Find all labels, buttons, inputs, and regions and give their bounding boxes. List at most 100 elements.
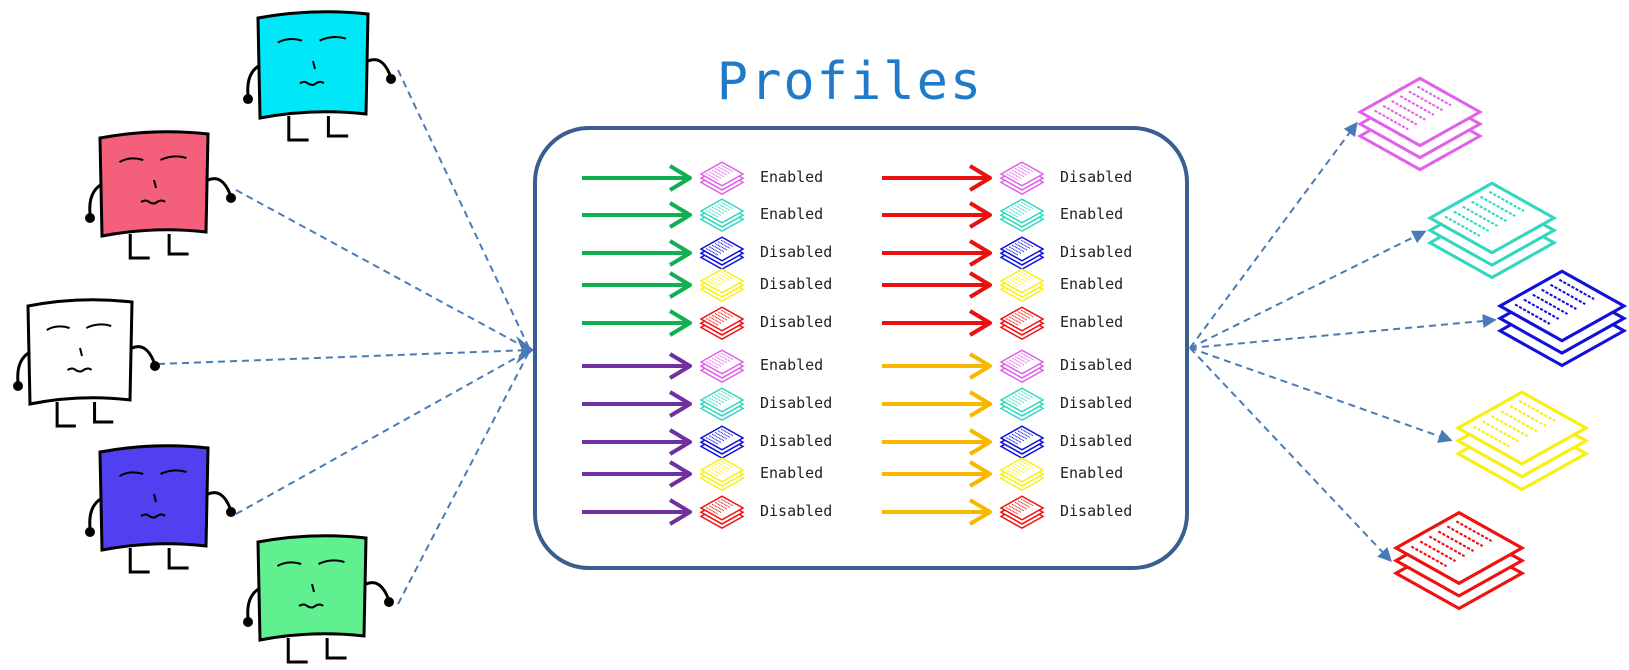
profile-rows: [582, 161, 1045, 530]
profile-connector-line: [1189, 347, 1392, 563]
profile-row: [882, 161, 1045, 196]
profile-row: [582, 425, 745, 460]
profile-status-label: Enabled: [760, 205, 824, 223]
arrowhead-icon: [668, 352, 692, 380]
profile-row: [882, 306, 1045, 341]
profile-status-label: Disabled: [1060, 432, 1133, 450]
profile-row: [582, 349, 745, 384]
blue-profile-stack-small-icon: [699, 236, 745, 271]
magenta-profile-stack-small-icon: [699, 161, 745, 196]
red-profile-stack-small-icon: [699, 495, 745, 530]
arrowhead-icon: [668, 309, 692, 337]
teal-profile-stack-small-icon: [699, 387, 745, 422]
profile-connector-line: [1189, 347, 1453, 443]
profile-row: [882, 457, 1045, 492]
profile-row: [582, 161, 745, 196]
profile-status-label: Disabled: [1060, 243, 1133, 261]
profile-row: [882, 387, 1045, 422]
yellow-profile-stack-small-icon: [699, 268, 745, 303]
profile-status-label: Disabled: [1060, 356, 1133, 374]
profile-status-label: Disabled: [760, 275, 833, 293]
yellow-profile-stack-small-icon: [699, 457, 745, 492]
users-group: [13, 10, 396, 664]
yellow-profile-stack-small-icon: [999, 457, 1045, 492]
teal-profile-stack-icon: [1426, 181, 1558, 280]
profile-status-label: Enabled: [1060, 275, 1124, 293]
arrowhead-icon: [668, 201, 692, 229]
profile-stacks-group: [1356, 76, 1628, 611]
arrowhead-icon: [968, 498, 992, 526]
blue-profile-stack-icon: [1496, 269, 1628, 368]
yellow-profile-stack-small-icon: [999, 268, 1045, 303]
profile-status-label: Enabled: [1060, 464, 1124, 482]
profile-row: [882, 198, 1045, 233]
profile-row: [582, 387, 745, 422]
arrowhead-icon: [968, 460, 992, 488]
profile-group-green: [582, 161, 745, 341]
white-user-icon: [13, 298, 160, 428]
red-profile-stack-small-icon: [999, 495, 1045, 530]
arrowhead-icon: [968, 164, 992, 192]
user-connector-line: [157, 349, 531, 365]
profile-row: [882, 268, 1045, 303]
blue-user-icon: [85, 444, 236, 574]
profile-group-orange: [882, 349, 1045, 530]
profile-status-label: Enabled: [760, 356, 824, 374]
teal-profile-stack-small-icon: [999, 198, 1045, 233]
magenta-profile-stack-small-icon: [999, 349, 1045, 384]
arrowhead-icon: [668, 390, 692, 418]
arrowhead-icon: [968, 309, 992, 337]
page-title: Profiles: [716, 52, 984, 112]
profile-connector-line: [1189, 314, 1497, 349]
magenta-profile-stack-small-icon: [999, 161, 1045, 196]
profile-row: [582, 457, 745, 492]
connector-lines: [157, 69, 1497, 605]
arrowhead-icon: [668, 428, 692, 456]
teal-profile-stack-small-icon: [699, 198, 745, 233]
profile-status-label: Enabled: [1060, 205, 1124, 223]
profile-status-label: Disabled: [760, 502, 833, 520]
user-connector-line: [235, 349, 531, 515]
teal-profile-stack-small-icon: [999, 387, 1045, 422]
profile-status-label: Enabled: [760, 168, 824, 186]
profile-status-label: Disabled: [1060, 394, 1133, 412]
yellow-profile-stack-icon: [1454, 390, 1590, 492]
profile-row: [582, 236, 745, 271]
pink-user-icon: [85, 130, 236, 260]
magenta-profile-stack-small-icon: [699, 349, 745, 384]
blue-profile-stack-small-icon: [999, 236, 1045, 271]
profile-group-purple: [582, 349, 745, 530]
profile-status-label: Disabled: [1060, 502, 1133, 520]
arrowhead-icon: [668, 460, 692, 488]
arrowhead-icon: [668, 498, 692, 526]
profile-connector-line: [1189, 230, 1427, 349]
profile-row: [882, 425, 1045, 460]
profile-status-label: Disabled: [760, 394, 833, 412]
user-connector-line: [397, 69, 531, 351]
cyan-user-icon: [243, 10, 396, 142]
blue-profile-stack-small-icon: [699, 425, 745, 460]
blue-profile-stack-small-icon: [999, 425, 1045, 460]
profile-status-label: Enabled: [1060, 313, 1124, 331]
arrowhead-icon: [668, 239, 692, 267]
profile-row: [882, 236, 1045, 271]
arrowhead-icon: [668, 164, 692, 192]
profile-status-label: Disabled: [760, 432, 833, 450]
arrowhead-icon: [968, 201, 992, 229]
profile-row: [882, 349, 1045, 384]
arrowhead-icon: [968, 390, 992, 418]
profile-row: [582, 268, 745, 303]
profile-status-label: Disabled: [1060, 168, 1133, 186]
profile-connector-line: [1189, 121, 1358, 349]
user-connector-line: [397, 349, 531, 605]
arrowhead-icon: [968, 428, 992, 456]
red-profile-stack-small-icon: [999, 306, 1045, 341]
profile-row: [582, 198, 745, 233]
hub-arrowhead-icon: [516, 336, 534, 364]
magenta-profile-stack-icon: [1356, 76, 1484, 172]
arrowhead-icon: [968, 352, 992, 380]
green-user-icon: [243, 534, 394, 664]
red-profile-stack-small-icon: [699, 306, 745, 341]
